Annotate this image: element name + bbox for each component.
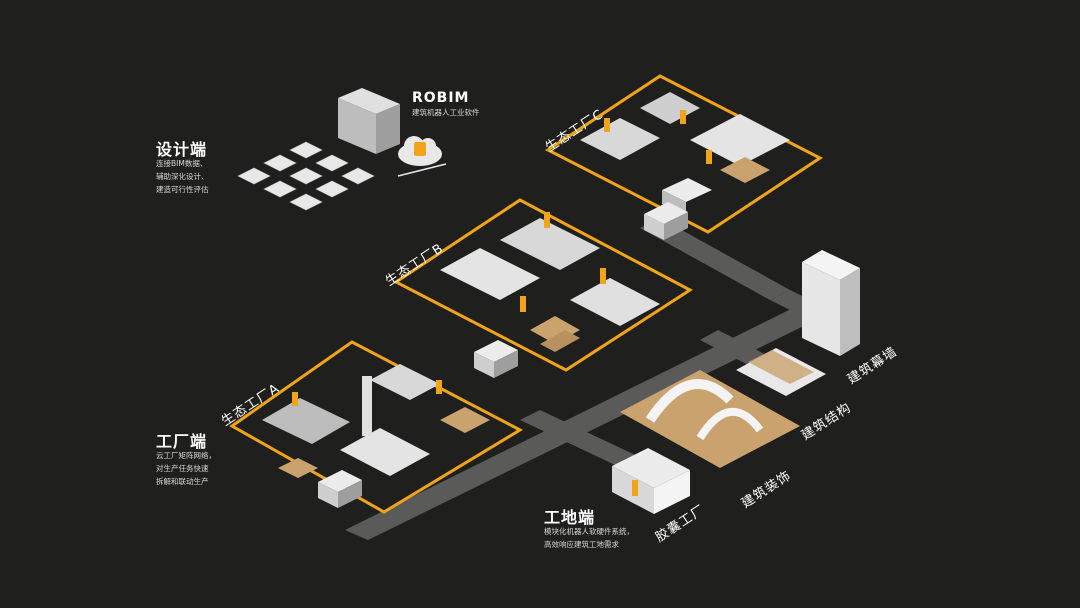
- main-road: [345, 306, 820, 540]
- truck-icon: [644, 202, 688, 240]
- design-end-desc: 连接BIM数据、 辅助深化设计、 建造可行性评估: [156, 159, 209, 194]
- truck-icon: [474, 340, 518, 378]
- robim-server: [338, 88, 400, 154]
- road-to-site: [520, 410, 650, 472]
- decoration-platform: [620, 370, 800, 468]
- road-network: [345, 218, 830, 540]
- site-end-title: 工地端: [544, 508, 596, 527]
- robim-title: ROBIM: [412, 90, 470, 106]
- robim-subtitle: 建筑机器人工业软件: [412, 108, 480, 117]
- capsule-factory: [612, 448, 690, 514]
- road-to-factory-c: [640, 218, 790, 300]
- factory-c-machinery: [580, 92, 790, 216]
- site-end-desc: 模块化机器人软硬件系统， 高效响应建筑工地需求: [544, 527, 634, 549]
- truck-icon: [318, 470, 362, 508]
- design-end-title: 设计端: [156, 140, 208, 159]
- design-module-grid: [237, 141, 375, 211]
- factory-end-title: 工厂端: [156, 432, 208, 451]
- curtain-wall-tower: [802, 250, 860, 356]
- factory-b-boundary: [393, 198, 693, 372]
- factory-end-desc: 云工厂矩阵网络， 对生产任务快速 拆解和联动生产: [156, 451, 216, 486]
- factory-c-boundary: [545, 74, 823, 234]
- factory-b-machinery: [440, 212, 660, 352]
- building-structure-model: [736, 348, 826, 396]
- cloud-robot-icon: [397, 136, 447, 177]
- factory-a-machinery: [262, 364, 490, 478]
